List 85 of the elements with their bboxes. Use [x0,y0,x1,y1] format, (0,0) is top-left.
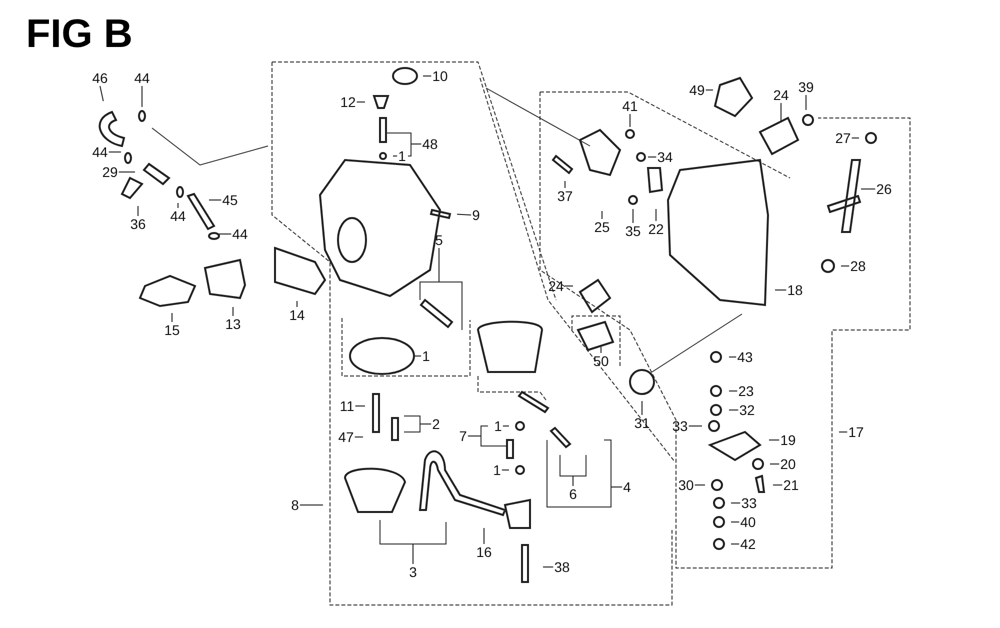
figure-title: FIG B [26,12,133,56]
callout-number: 36 [130,217,146,231]
leader-line [728,390,738,392]
leader-line [100,86,104,102]
leader-line [299,504,324,506]
callout-number: 19 [780,433,796,447]
callout-number: 34 [657,150,673,164]
leader-line [648,156,657,158]
callout-number: 24 [548,279,564,293]
callout-number: 22 [648,222,664,236]
callout-number: 29 [102,165,118,179]
leader-line [456,214,472,216]
callout-number: 38 [554,560,570,574]
callout-number: 44 [92,145,108,159]
callout-number: 49 [689,83,705,97]
leader-line [610,486,623,488]
callout-number: 44 [134,71,150,85]
callout-number: 18 [787,283,803,297]
leader-line [438,248,440,282]
callout-number: 48 [422,137,438,151]
callout-number: 6 [569,487,577,501]
callout-number: 27 [835,131,851,145]
bracket [380,520,446,544]
leader-line [564,180,566,188]
callout-number: 17 [848,425,864,439]
leader-line [296,300,298,308]
callout-number: 15 [164,323,180,337]
leader-line [730,502,741,504]
callout-number: 7 [459,429,467,443]
callout-number: 9 [472,208,480,222]
callout-number: 42 [740,537,756,551]
callout-number: 20 [780,457,796,471]
leader-line [600,346,602,354]
leader-line [542,566,554,568]
callout-number: 1 [494,419,502,433]
leader-line [728,356,737,358]
callout-number: 32 [739,403,755,417]
callout-number: 1 [493,463,501,477]
callout-number: 4 [623,480,631,494]
callout-number: 46 [92,71,108,85]
callout-number: 28 [850,259,866,273]
callout-number: 13 [225,317,241,331]
callout-number: 25 [594,220,610,234]
callout-number: 41 [622,99,638,113]
callout-number: 35 [625,224,641,238]
callout-number: 31 [634,416,650,430]
leader-line [572,476,574,486]
callout-number: 30 [678,478,694,492]
bracket [404,416,420,432]
callout-number: 21 [783,478,799,492]
leader-line [694,484,706,486]
callout-number: 40 [740,515,756,529]
callout-number: 11 [340,399,354,413]
callout-number: 44 [170,209,186,223]
callout-number: 1 [398,149,406,163]
callout-number: 24 [773,88,789,102]
bracket [420,282,462,330]
callout-number: 8 [291,498,299,512]
callout-number: 12 [340,95,356,109]
leader-line [632,208,634,224]
callout-number: 26 [876,182,892,196]
leader-line [860,188,876,190]
callout-number: 3 [409,565,417,579]
callout-number: 43 [737,350,753,364]
callout-number: 33 [672,419,688,433]
callout-number: 50 [593,354,609,368]
leader-line [780,102,782,122]
leader-line [354,436,364,438]
callout-number: 5 [435,233,443,247]
leader-line [412,544,414,564]
callout-number: 45 [222,193,238,207]
callout-number: 33 [741,496,757,510]
callout-number: 44 [232,227,248,241]
callout-number: 39 [798,80,814,94]
bracket [546,440,612,508]
callout-number: 14 [289,308,305,322]
leader-line [772,484,783,486]
leader-line [232,306,234,316]
callout-number: 23 [738,384,754,398]
callout-number: 2 [432,417,440,431]
callout-number: 1 [422,349,430,363]
callout-number: 47 [338,430,354,444]
callout-number: 37 [557,189,573,203]
callout-number: 16 [476,545,492,559]
callout-number: 10 [432,69,448,83]
